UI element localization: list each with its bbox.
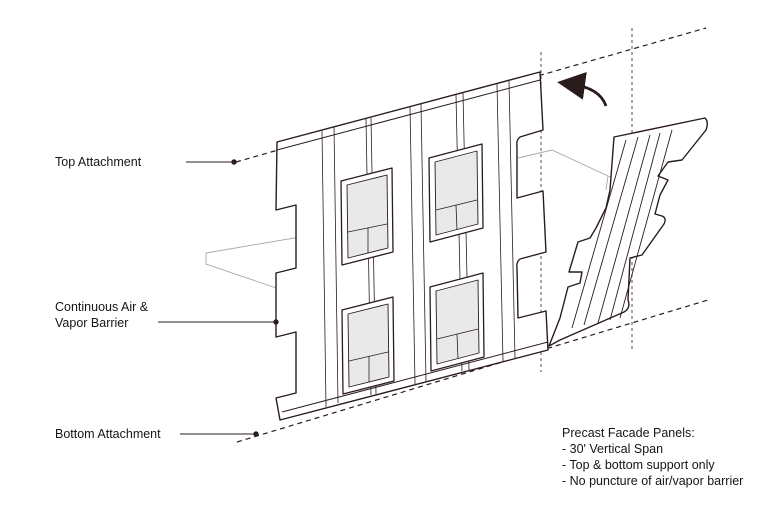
note-item: - Top & bottom support only: [562, 458, 715, 472]
bottom-attachment-label: Bottom Attachment: [55, 427, 161, 441]
air-vapor-barrier-label: Continuous Air & Vapor Barrier: [55, 299, 148, 331]
note-item: - 30' Vertical Span: [562, 442, 664, 456]
panel-top-edge: [276, 79, 541, 151]
rotation-arrow-icon: [557, 72, 608, 107]
window-lower-right: [429, 272, 485, 372]
air-vapor-barrier-label-line2: Vapor Barrier: [55, 316, 129, 330]
note-item: - No puncture of air/vapor barrier: [562, 474, 744, 488]
window-upper-left: [340, 167, 394, 266]
precast-panel: [275, 71, 549, 421]
air-vapor-barrier-label-line1: Continuous Air &: [55, 300, 149, 314]
panel-notes: Precast Facade Panels: - 30' Vertical Sp…: [562, 425, 743, 489]
top-attachment-label: Top Attachment: [55, 155, 142, 169]
callout-leaders: [158, 159, 279, 437]
bottom-attachment-line: [236, 299, 709, 443]
panel-ribs: [321, 80, 516, 408]
notes-title: Precast Facade Panels:: [562, 426, 695, 440]
panel-side-profile: [548, 117, 708, 347]
window-lower-left: [341, 296, 395, 395]
window-upper-right: [428, 143, 484, 243]
panel-outline: [275, 71, 549, 421]
